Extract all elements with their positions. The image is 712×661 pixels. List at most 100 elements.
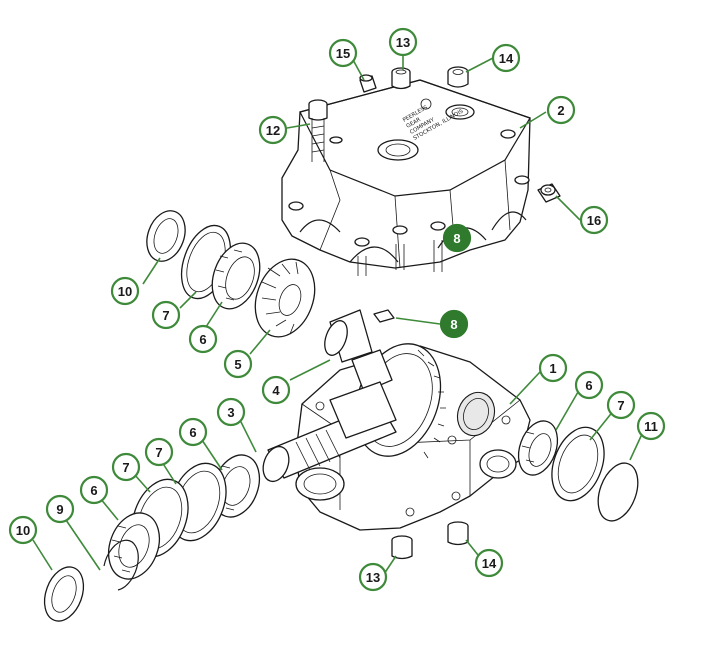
callout-circle [358, 562, 388, 592]
callout-circle [258, 115, 288, 145]
callout-label: 11 [644, 419, 658, 434]
callout-circle [606, 390, 636, 420]
callout-label: 3 [227, 405, 234, 420]
callout-circle [538, 353, 568, 383]
callout-circle [546, 95, 576, 125]
callout-circle [388, 27, 418, 57]
cover-bolt-12 [308, 99, 328, 162]
callout-label: 8 [450, 317, 457, 332]
key-8-small [373, 309, 395, 323]
bearing-cone-6-lower-outer [107, 512, 161, 580]
callout-circle [111, 452, 141, 482]
callout-6: 6 [178, 417, 208, 447]
callout-7: 7 [606, 390, 636, 420]
callout-label: 13 [396, 35, 410, 50]
bearing-cup-7-right [551, 426, 605, 502]
callout-label: 6 [585, 378, 592, 393]
output-shaft-4 [324, 309, 393, 393]
callout-14: 14 [474, 548, 504, 578]
callout-14: 14 [491, 43, 521, 73]
callout-2: 2 [546, 95, 576, 125]
callout-circle [491, 43, 521, 73]
callout-label: 7 [617, 398, 624, 413]
callout-circle [636, 411, 666, 441]
callout-label: 10 [16, 523, 30, 538]
callout-label: 12 [266, 123, 280, 138]
callout-circle [328, 38, 358, 68]
callout-1: 1 [538, 353, 568, 383]
callout-circle [442, 223, 472, 253]
dowel-pin-14-top [447, 66, 469, 88]
callout-13: 13 [388, 27, 418, 57]
callout-label: 6 [90, 483, 97, 498]
callout-label: 9 [56, 502, 63, 517]
callout-circle [216, 397, 246, 427]
callout-label: 7 [155, 445, 162, 460]
callout-15: 15 [328, 38, 358, 68]
bearing-cone-6-right [517, 420, 559, 476]
callout-label: 5 [234, 357, 241, 372]
callout-label: 8 [453, 231, 460, 246]
callout-6: 6 [79, 475, 109, 505]
callout-label: 2 [557, 103, 564, 118]
callout-circle [178, 417, 208, 447]
callout-label: 1 [549, 361, 556, 376]
dowel-pin-13-bottom [391, 535, 413, 560]
callout-circle [474, 548, 504, 578]
dowel-pin-14-bottom [447, 521, 469, 546]
callout-9: 9 [45, 494, 75, 524]
callout-7: 7 [111, 452, 141, 482]
callout-leaders [32, 56, 643, 575]
callout-7: 7 [144, 437, 174, 467]
callout-circle [579, 205, 609, 235]
callout-12: 12 [258, 115, 288, 145]
callout-circle [45, 494, 75, 524]
callout-label: 15 [336, 46, 350, 61]
callout-label: 6 [189, 425, 196, 440]
callout-5: 5 [223, 349, 253, 379]
callout-label: 7 [122, 460, 129, 475]
callout-label: 16 [587, 213, 601, 228]
callout-8: 8 [442, 223, 472, 253]
callout-7: 7 [151, 300, 181, 330]
callout-label: 4 [272, 383, 280, 398]
callout-6: 6 [574, 370, 604, 400]
callout-circle [8, 515, 38, 545]
callout-label: 14 [482, 556, 497, 571]
dowel-pin-13-top [391, 67, 411, 90]
bearing-cone-6-upper [211, 242, 261, 310]
callout-10: 10 [110, 276, 140, 306]
callout-10: 10 [8, 515, 38, 545]
callout-circle [151, 300, 181, 330]
callout-label: 13 [366, 570, 380, 585]
callout-circle [439, 309, 469, 339]
cover-bolts [288, 129, 530, 276]
callout-label: 14 [499, 51, 514, 66]
callout-circle [223, 349, 253, 379]
callout-8: 8 [439, 309, 469, 339]
callout-11: 11 [636, 411, 666, 441]
callout-13: 13 [358, 562, 388, 592]
callout-circle [144, 437, 174, 467]
splined-shaft-3 [262, 381, 397, 483]
callout-circle [261, 375, 291, 405]
fitting-16 [537, 183, 561, 203]
callout-3: 3 [216, 397, 246, 427]
bevel-pinion-5 [254, 258, 316, 338]
callout-circle [110, 276, 140, 306]
callout-label: 10 [118, 284, 132, 299]
callout-16: 16 [579, 205, 609, 235]
snap-ring-9 [103, 539, 139, 591]
callout-label: 6 [199, 332, 206, 347]
callout-circle [574, 370, 604, 400]
seal-10-lower [43, 566, 85, 622]
callout-6: 6 [188, 324, 218, 354]
callout-circle [79, 475, 109, 505]
gearbox-cover: PEERLESS GEAR COMPANY STOCKTON, ILLINOIS [281, 79, 531, 276]
callout-circle [188, 324, 218, 354]
seal-10-upper [146, 210, 186, 262]
callout-label: 7 [162, 308, 169, 323]
callout-4: 4 [261, 375, 291, 405]
